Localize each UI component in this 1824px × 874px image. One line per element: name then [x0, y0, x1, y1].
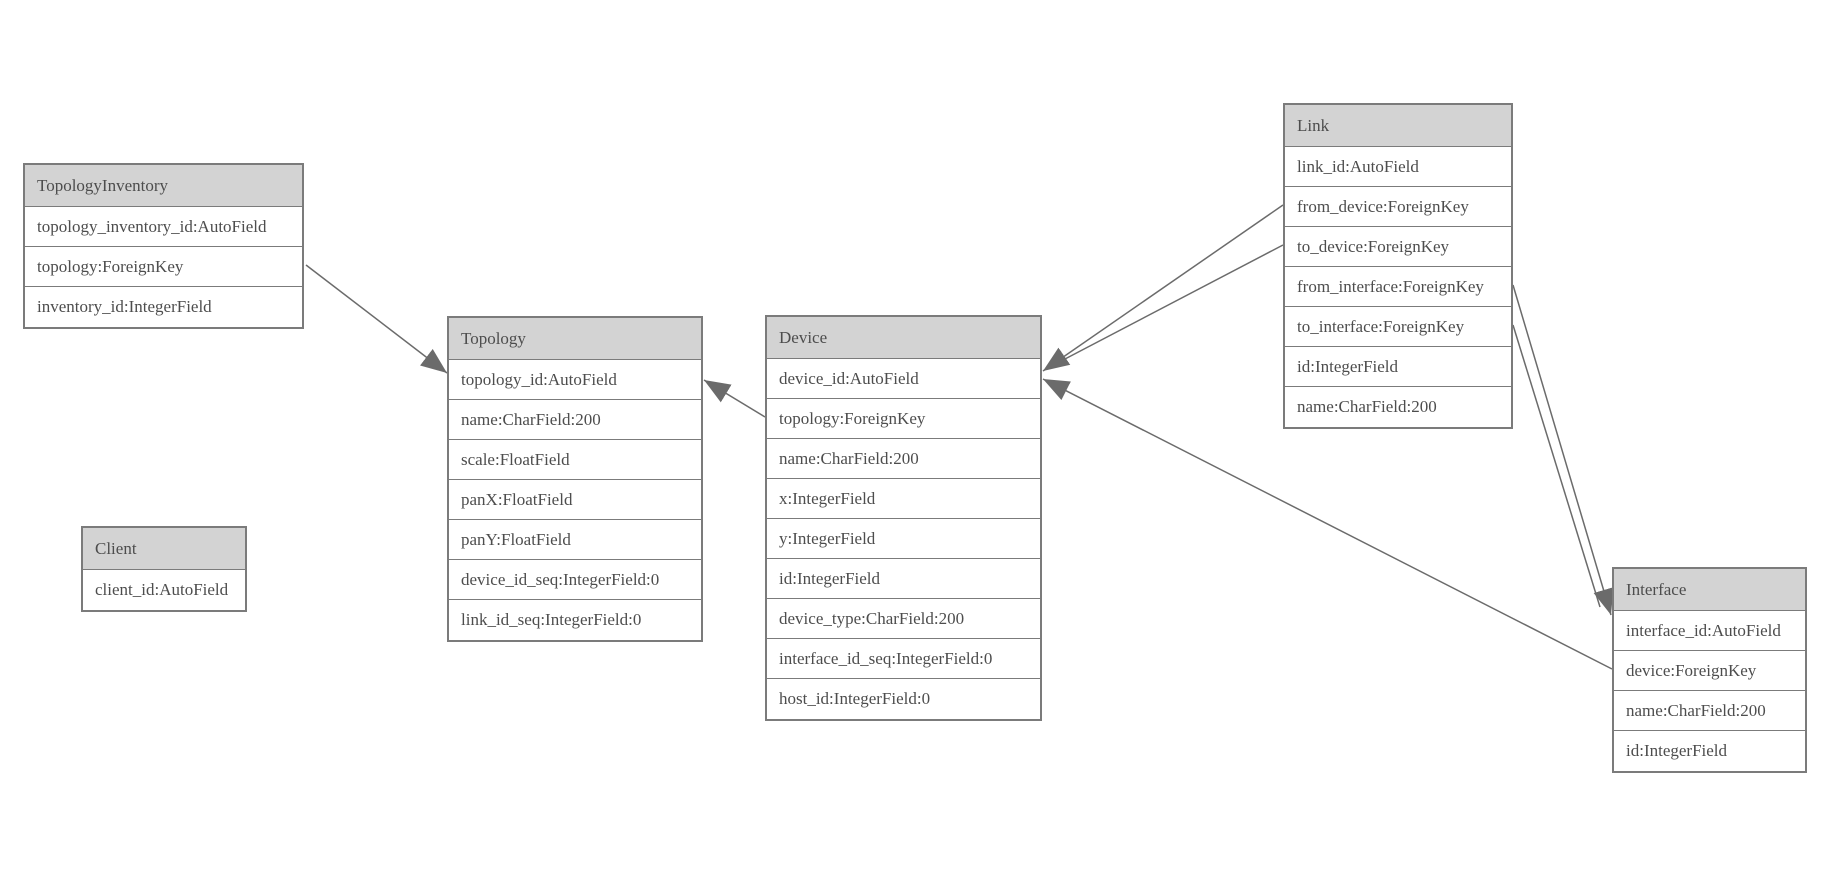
entity-field-row: topology_id:AutoField — [449, 360, 701, 400]
entity-topologyinventory: TopologyInventory topology_inventory_id:… — [23, 163, 304, 329]
entity-field-row: link_id_seq:IntegerField:0 — [461, 610, 642, 629]
entity-interface: Interface interface_id:AutoField device:… — [1612, 567, 1807, 773]
entity-link-title: Link — [1285, 105, 1511, 147]
entity-field-row: topology_inventory_id:AutoField — [25, 207, 302, 247]
entity-field-row: client_id:AutoField — [95, 580, 229, 599]
entity-field-row: id:IntegerField — [1285, 347, 1511, 387]
entity-field-row: inventory_id:IntegerField — [37, 297, 212, 316]
edge-link-fromdevice-device — [1042, 204, 1284, 372]
entity-client: Client client_id:AutoField — [81, 526, 247, 612]
entity-field-row: name:CharField:200 — [1614, 691, 1805, 731]
entity-field-row: device_type:CharField:200 — [767, 599, 1040, 639]
entity-field-row: x:IntegerField — [767, 479, 1040, 519]
entity-field-row: panX:FloatField — [449, 480, 701, 520]
entity-field-row: name:CharField:200 — [1297, 397, 1437, 416]
edge-link-frominterface-interface — [1512, 284, 1614, 616]
entity-topology-title: Topology — [449, 318, 701, 360]
edge-link-todevice-device — [1064, 244, 1284, 360]
entity-field-row: interface_id:AutoField — [1614, 611, 1805, 651]
edge-device-topology — [703, 379, 766, 418]
edge-interface-device — [1042, 378, 1613, 670]
entity-field-row: topology:ForeignKey — [25, 247, 302, 287]
entity-field-row: device_id:AutoField — [767, 359, 1040, 399]
edge-link-tointerface-interface — [1512, 324, 1601, 608]
entity-field-row: to_device:ForeignKey — [1285, 227, 1511, 267]
entity-field-row: topology:ForeignKey — [767, 399, 1040, 439]
entity-field-row: from_device:ForeignKey — [1285, 187, 1511, 227]
entity-device: Device device_id:AutoField topology:Fore… — [765, 315, 1042, 721]
entity-field-row: link_id:AutoField — [1285, 147, 1511, 187]
entity-field-row: to_interface:ForeignKey — [1285, 307, 1511, 347]
entity-topologyinventory-title: TopologyInventory — [25, 165, 302, 207]
entity-field-row: device:ForeignKey — [1614, 651, 1805, 691]
entity-client-title: Client — [83, 528, 245, 570]
entity-field-row: scale:FloatField — [449, 440, 701, 480]
entity-field-row: name:CharField:200 — [449, 400, 701, 440]
entity-field-row: y:IntegerField — [767, 519, 1040, 559]
edge-topologyinventory-topology — [305, 264, 448, 374]
entity-field-row: panY:FloatField — [449, 520, 701, 560]
entity-interface-title: Interface — [1614, 569, 1805, 611]
entity-field-row: interface_id_seq:IntegerField:0 — [767, 639, 1040, 679]
entity-field-row: name:CharField:200 — [767, 439, 1040, 479]
entity-field-row: host_id:IntegerField:0 — [779, 689, 931, 708]
entity-field-row: id:IntegerField — [767, 559, 1040, 599]
entity-link: Link link_id:AutoField from_device:Forei… — [1283, 103, 1513, 429]
entity-field-row: device_id_seq:IntegerField:0 — [449, 560, 701, 600]
entity-field-row: from_interface:ForeignKey — [1285, 267, 1511, 307]
entity-device-title: Device — [767, 317, 1040, 359]
entity-topology: Topology topology_id:AutoField name:Char… — [447, 316, 703, 642]
entity-field-row: id:IntegerField — [1626, 741, 1728, 760]
